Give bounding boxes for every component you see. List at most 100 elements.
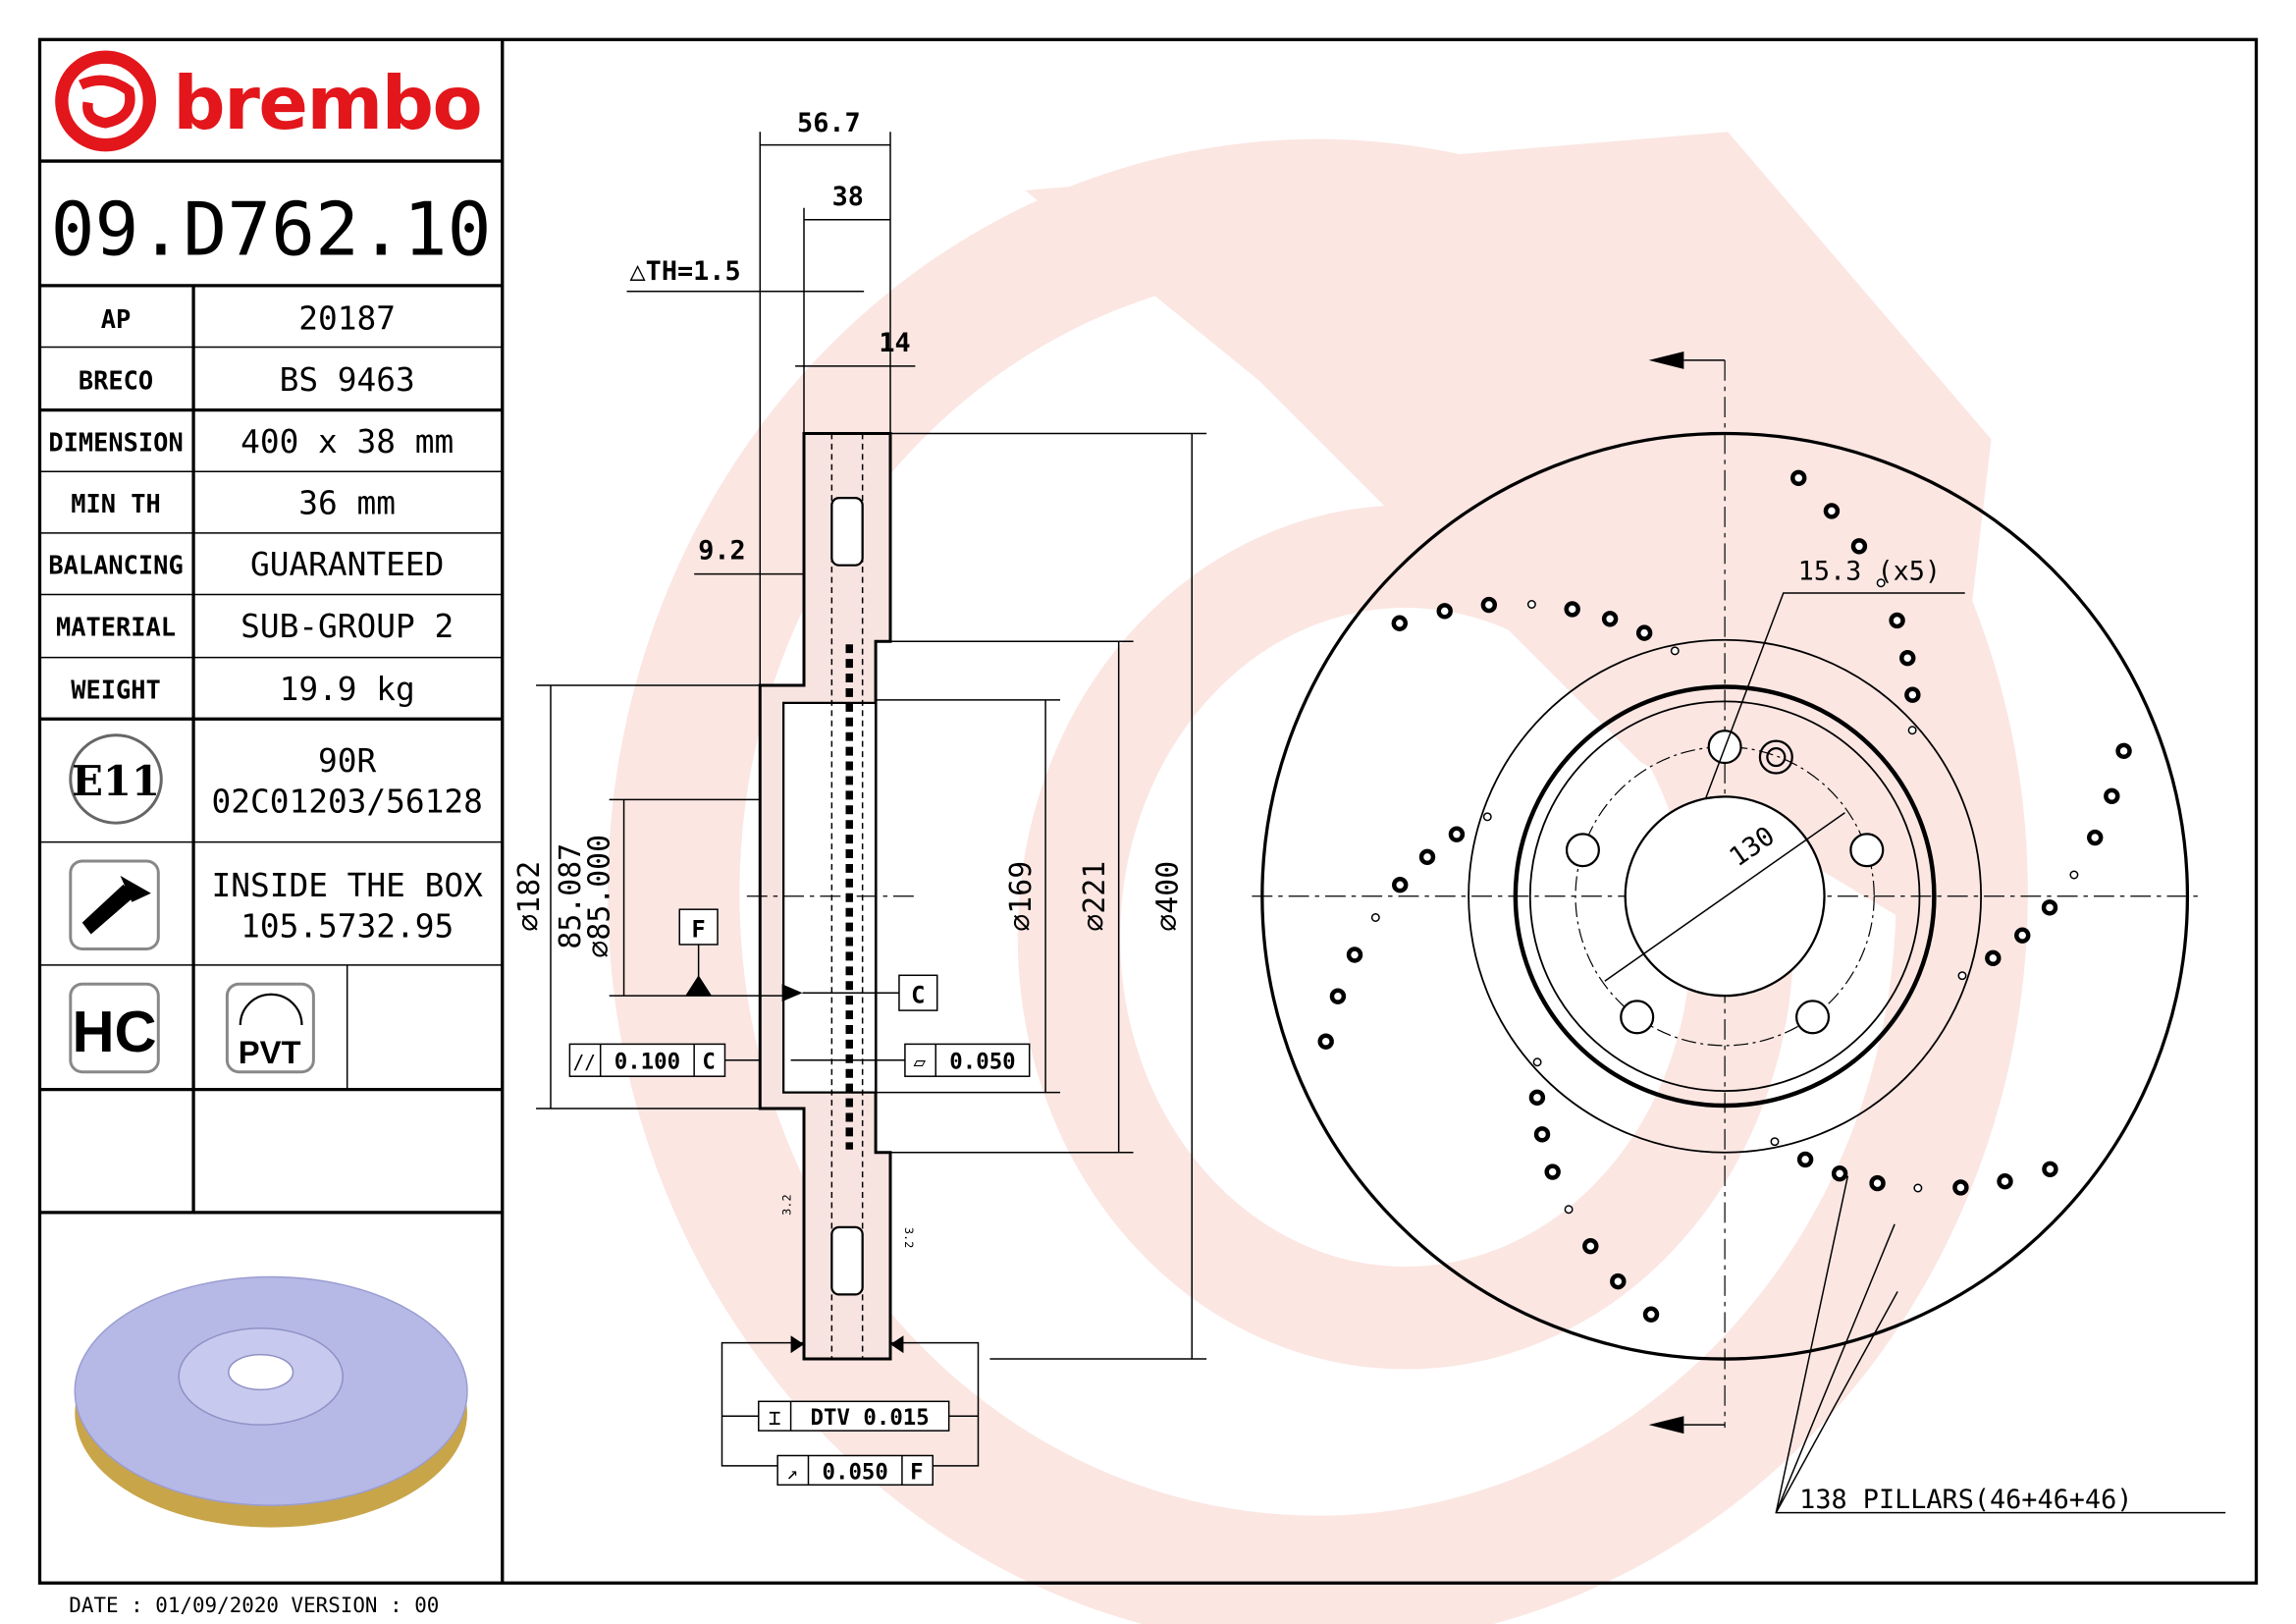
drill-hole — [1528, 1089, 1546, 1107]
dtv-frame: ⌶ DTV 0.015 — [758, 1400, 950, 1432]
pillars-label: 138 PILLARS(46+46+46) — [1799, 1485, 2132, 1515]
parallel-value: 0.100 — [614, 1050, 680, 1075]
spec-value: GUARANTEED — [250, 546, 444, 583]
parallel-symbol: // — [573, 1052, 596, 1074]
drill-hole — [1610, 1272, 1627, 1290]
dtv-symbol: ⌶ — [769, 1406, 781, 1430]
drill-holes — [1317, 469, 2132, 1323]
drill-hole — [1370, 913, 1380, 922]
drill-hole — [1770, 1137, 1780, 1147]
screws-row: INSIDE THE BOX 105.5732.95 — [69, 859, 483, 950]
parallel-ref: C — [702, 1050, 715, 1075]
dim-400: ⌀400 — [1150, 861, 1185, 932]
drill-hole — [2115, 742, 2132, 760]
spec-value: SUB-GROUP 2 — [240, 608, 454, 645]
drawing-frame — [37, 37, 2259, 1585]
spec-label: BALANCING — [48, 551, 183, 580]
bolt-hole — [1565, 833, 1600, 868]
spec-row-breco: BRECO BS 9463 — [79, 361, 415, 399]
drill-hole — [1796, 1151, 1814, 1168]
spec-value: 20187 — [298, 300, 396, 338]
dim-th-tolerance: △TH=1.5 — [630, 256, 741, 287]
drill-hole — [2041, 899, 2058, 916]
spec-label: DIMENSION — [48, 427, 183, 457]
spec-value: 36 mm — [298, 484, 396, 521]
dim-overall-width: 56.7 — [797, 108, 861, 138]
approval-row: E11 90R 02C01203/56128 — [69, 733, 483, 825]
drill-hole — [1482, 812, 1492, 822]
drill-hole — [1913, 1183, 1923, 1193]
drill-hole — [2087, 829, 2104, 846]
badges-row: HC PVT — [69, 964, 348, 1090]
drill-hole — [1904, 686, 1921, 703]
hc-badge: HC — [72, 999, 156, 1064]
flatness-frame: ▱ 0.050 — [790, 1043, 1031, 1077]
drill-hole — [1418, 848, 1436, 866]
approval-line1: 90R — [318, 742, 376, 780]
drill-hole — [1448, 826, 1466, 842]
drill-hole — [1582, 1238, 1599, 1255]
spec-label: AP — [101, 304, 132, 334]
dim-bore-min: ⌀85.000 — [583, 835, 617, 958]
drill-hole — [1436, 603, 1453, 620]
spec-value: BS 9463 — [280, 361, 415, 399]
parallelism-frame: // 0.100 C — [568, 1043, 761, 1077]
drill-hole — [1564, 1205, 1574, 1215]
drill-hole — [1907, 726, 1917, 735]
brand-name: brembo — [173, 61, 481, 146]
spec-value: 19.9 kg — [280, 671, 415, 708]
drill-hole — [1391, 615, 1409, 631]
roughness-left: 3.2 — [780, 1194, 794, 1216]
approval-number: 02C01203/56128 — [211, 784, 482, 821]
spec-row-balancing: BALANCING GUARANTEED — [48, 546, 444, 583]
dim-vane-width: 14 — [879, 328, 910, 358]
datum-c: C — [911, 982, 925, 1009]
spec-label: WEIGHT — [71, 675, 161, 704]
date-version: DATE : 01/09/2020 VERSION : 00 — [69, 1594, 439, 1617]
dtv-value: DTV 0.015 — [811, 1405, 930, 1431]
dim-169: ⌀169 — [1004, 861, 1039, 932]
spec-label: MIN TH — [71, 489, 161, 518]
bolt-hole-label: 15.3 (x5) — [1798, 557, 1941, 587]
front-view: 130 15.3 (x5) 138 PILLARS(46+46+46) — [1252, 351, 2226, 1515]
bolt-holes — [1565, 730, 1885, 1035]
dim-thickness: 38 — [832, 182, 864, 212]
runout-frame: ↗ 0.050 F — [776, 1454, 934, 1487]
drill-hole — [2069, 870, 2079, 880]
e11-badge: E11 — [72, 757, 160, 805]
drill-hole — [1997, 1172, 2013, 1190]
drill-hole — [2104, 787, 2120, 805]
spec-table: AP 20187 BRECO BS 9463 DIMENSION 400 x 38 m… — [39, 285, 503, 1215]
pvt-badge: PVT — [239, 1034, 301, 1070]
drill-hole — [1823, 503, 1841, 519]
drill-hole — [1532, 1057, 1542, 1067]
drill-hole — [2014, 927, 2031, 944]
spec-value: 400 x 38 mm — [240, 423, 454, 460]
drill-hole — [1957, 971, 1967, 981]
spec-row-min-th: MIN TH 36 mm — [71, 484, 396, 521]
section-view: 56.7 38 △TH=1.5 14 9.2 ⌀182 85.087 ⌀85.0… — [512, 108, 1207, 1487]
spec-row-ap: AP 20187 — [101, 300, 396, 338]
drill-hole — [1317, 1033, 1334, 1050]
bolt-hole — [1849, 833, 1885, 868]
screw-icon — [69, 859, 160, 950]
dim-hat-offset: 9.2 — [698, 536, 745, 567]
drill-hole — [1790, 469, 1807, 487]
drill-hole — [1831, 1165, 1848, 1182]
drill-hole — [1869, 1174, 1886, 1192]
screws-part-number: 105.5732.95 — [240, 908, 454, 946]
product-image — [74, 1275, 468, 1528]
bolt-hole — [1795, 1000, 1831, 1035]
drill-hole — [1642, 1306, 1660, 1323]
dim-221: ⌀221 — [1078, 861, 1112, 932]
drill-hole — [1889, 612, 1905, 629]
drill-hole — [1544, 1164, 1561, 1180]
spec-label: BRECO — [79, 366, 153, 396]
part-number: 09.D762.10 — [51, 188, 492, 273]
spec-row-dimension: DIMENSION 400 x 38 mm — [48, 423, 454, 460]
flatness-symbol: ▱ — [914, 1051, 927, 1074]
drill-hole — [1985, 949, 2002, 967]
drill-hole — [1329, 988, 1347, 1004]
runout-value: 0.050 — [823, 1459, 888, 1485]
